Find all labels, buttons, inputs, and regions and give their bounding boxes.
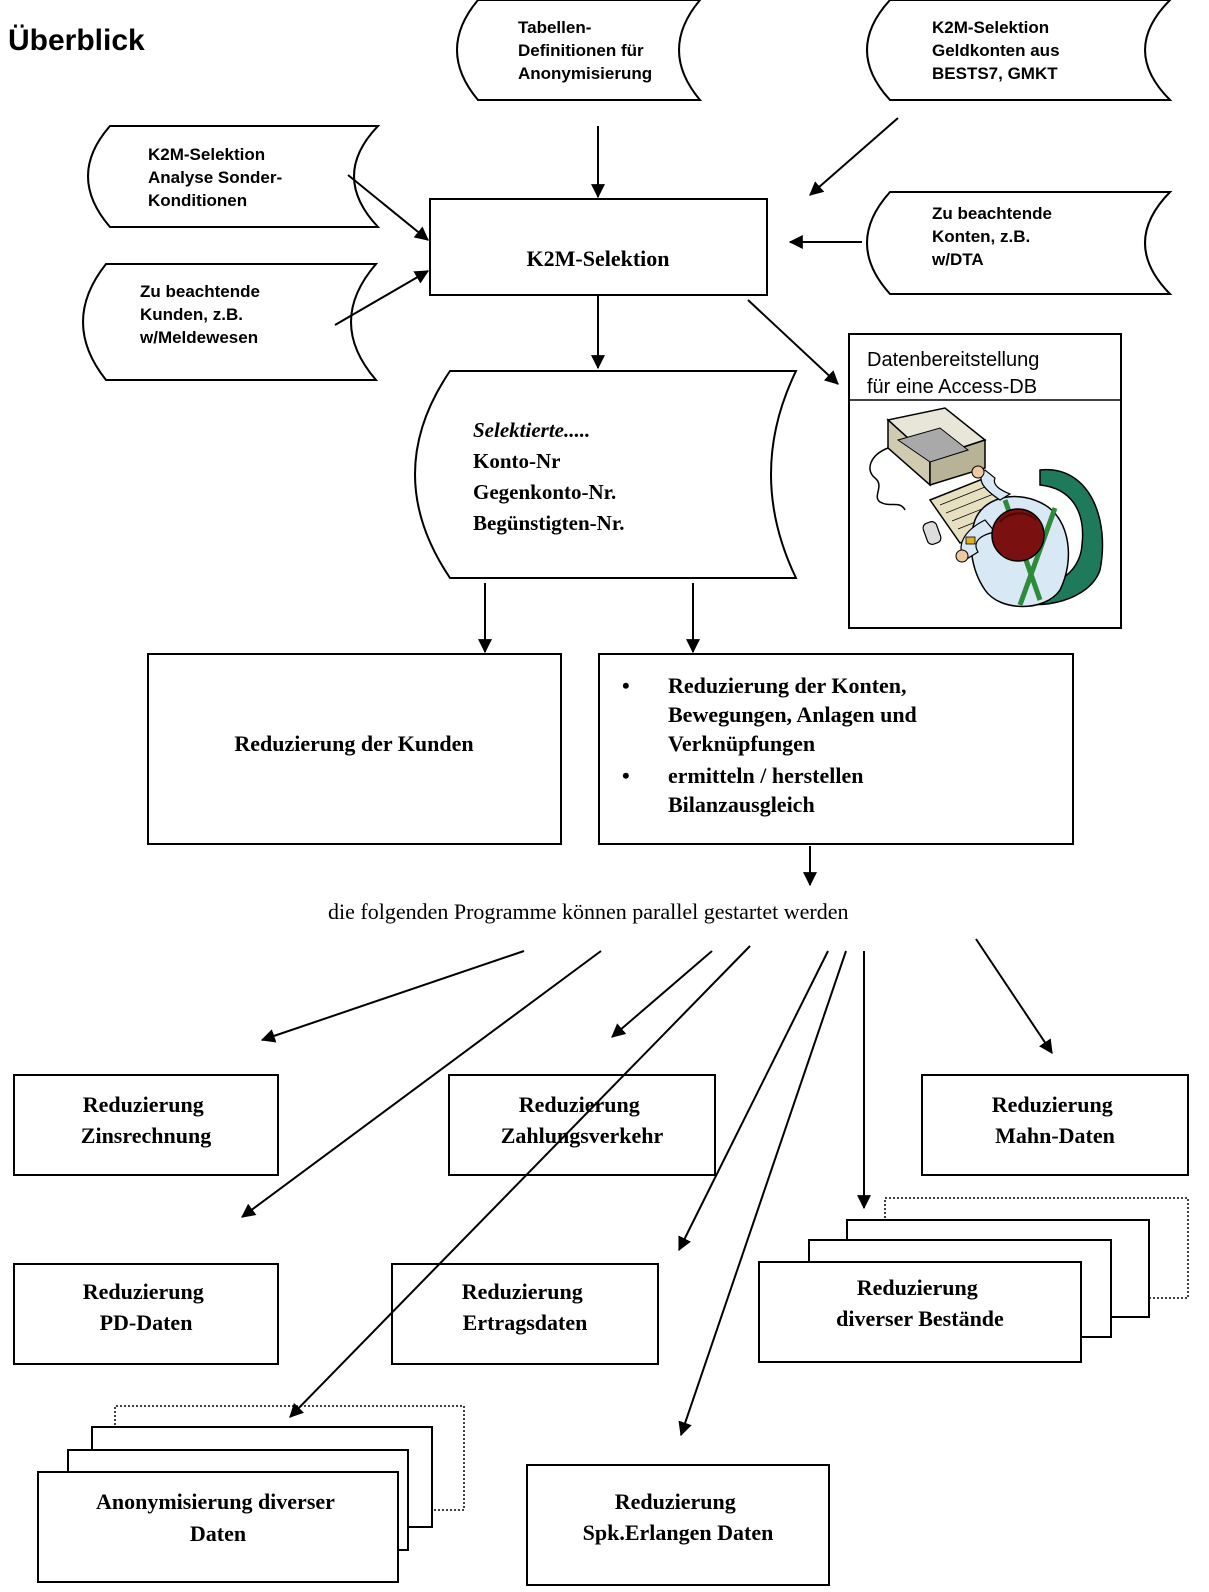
text-line: Reduzierung bbox=[462, 1279, 583, 1304]
text-line: Konto-Nr bbox=[473, 449, 560, 473]
text-line: Mahn-Daten bbox=[995, 1123, 1115, 1148]
reduzierung-ertragsdaten-box: Reduzierung Ertragsdaten bbox=[391, 1263, 659, 1365]
arrow bbox=[611, 950, 713, 1038]
arrow bbox=[809, 117, 899, 196]
text-line: diverser Bestände bbox=[836, 1306, 1004, 1331]
text-line: Reduzierung bbox=[615, 1489, 736, 1514]
input-zu-beachtende-kunden: Zu beachtende Kunden, z.B. w/Meldewesen bbox=[82, 263, 379, 381]
input-tabellen-definitionen: Tabellen- Definitionen für Anonymisierun… bbox=[456, 0, 703, 101]
svg-text:Reduzierung PD-Daten: Reduzierung PD-Daten bbox=[83, 1279, 210, 1335]
text-line: Definitionen für bbox=[518, 41, 644, 60]
text-line: Reduzierung bbox=[83, 1092, 204, 1117]
computer-user-clipart-icon bbox=[869, 407, 1104, 608]
reduzierung-kunden-box: Reduzierung der Kunden bbox=[147, 653, 562, 845]
reduzierung-pd-daten-box: Reduzierung PD-Daten bbox=[13, 1263, 279, 1365]
svg-text:K2M-Selektion Geldkonten: K2M-Selektion Geldkonten aus BESTS7, GMK… bbox=[932, 18, 1064, 83]
text-line: Datenbereitstellung bbox=[867, 349, 1039, 371]
access-db-box: Datenbereitstellung für eine Access-DB bbox=[848, 333, 1122, 629]
text-line: w/Meldewesen bbox=[139, 328, 258, 347]
box-label: Reduzierung der Kunden bbox=[234, 731, 473, 756]
input-zu-beachtende-konten: Zu beachtende Konten, z.B. w/DTA bbox=[866, 191, 1173, 295]
parallel-note: die folgenden Programme können parallel … bbox=[328, 899, 848, 924]
input-geldkonten: K2M-Selektion Geldkonten aus BESTS7, GMK… bbox=[866, 0, 1173, 101]
anonymisierung-stack: Anonymisierung diverser Daten bbox=[37, 1405, 465, 1583]
arrow bbox=[678, 950, 847, 1437]
text-line: Bewegungen, Anlagen und bbox=[668, 702, 917, 727]
arrow bbox=[334, 270, 430, 326]
arrow bbox=[289, 945, 751, 1418]
text-line: Geldkonten aus bbox=[932, 41, 1060, 60]
svg-text:Konto-Nr Gegenkonto-Nr.: Konto-Nr Gegenkonto-Nr. Begünstigten-Nr. bbox=[473, 449, 624, 535]
svg-text:Anonymisierung diverser: Anonymisierung diverser Daten bbox=[96, 1489, 340, 1546]
text-line: Reduzierung bbox=[83, 1279, 204, 1304]
reduzierung-konten-box: • Reduzierung der Konten, Bewegungen, An… bbox=[598, 653, 1074, 845]
svg-text:Reduzierung diverser Bes: Reduzierung diverser Bestände bbox=[836, 1275, 1004, 1331]
text-line: Konten, z.B. bbox=[932, 227, 1030, 246]
arrow bbox=[747, 299, 839, 385]
svg-text:Zu beachtende Kunden, z.: Zu beachtende Kunden, z.B. w/Meldewesen bbox=[139, 282, 265, 347]
text-line: Tabellen- bbox=[518, 18, 591, 37]
reduzierung-spk-erlangen-box: Reduzierung Spk.Erlangen Daten bbox=[526, 1464, 830, 1586]
arrow bbox=[241, 950, 602, 1218]
text-line: Gegenkonto-Nr. bbox=[473, 480, 616, 504]
text-line: Begünstigten-Nr. bbox=[473, 511, 624, 535]
text-line: Verknüpfungen bbox=[668, 731, 815, 756]
svg-text:Reduzierung Zinsrechnung: Reduzierung Zinsrechnung bbox=[81, 1092, 211, 1148]
arrow bbox=[678, 950, 829, 1252]
box-label: K2M-Selektion bbox=[527, 246, 670, 271]
reduzierung-zinsrechnung-box: Reduzierung Zinsrechnung bbox=[13, 1074, 279, 1176]
reduzierung-mahn-daten-box: Reduzierung Mahn-Daten bbox=[921, 1074, 1189, 1176]
bullet-icon: • bbox=[622, 763, 630, 788]
text-line: Anonymisierung diverser bbox=[96, 1489, 335, 1514]
arrow bbox=[975, 938, 1053, 1054]
text-line: BESTS7, GMKT bbox=[932, 64, 1058, 83]
svg-text:Tabellen- Definitionen f: Tabellen- Definitionen für Anonymisierun… bbox=[518, 18, 652, 83]
text-line: Analyse Sonder- bbox=[148, 168, 282, 187]
text-line: Spk.Erlangen Daten bbox=[583, 1520, 774, 1545]
text-line: ermitteln / herstellen bbox=[668, 763, 864, 788]
text-line: K2M-Selektion bbox=[148, 145, 265, 164]
svg-text:Zu beachtende Konten, z.: Zu beachtende Konten, z.B. w/DTA bbox=[931, 204, 1057, 269]
text-line: Reduzierung bbox=[992, 1092, 1113, 1117]
reduzierung-zahlungsverkehr-box: Reduzierung Zahlungsverkehr bbox=[448, 1074, 716, 1176]
text-line: Reduzierung der Konten, bbox=[668, 673, 907, 698]
svg-text:Reduzierung Spk.Erlangen: Reduzierung Spk.Erlangen Daten bbox=[583, 1489, 774, 1545]
svg-text:Reduzierung Ertragsdaten: Reduzierung Ertragsdaten bbox=[462, 1279, 589, 1335]
selected-data-store: Selektierte..... Konto-Nr Gegenkonto-Nr.… bbox=[414, 370, 798, 579]
svg-text:ermitteln / herstellen B: ermitteln / herstellen Bilanzausgleich bbox=[668, 763, 869, 817]
text-line: Zu beachtende bbox=[932, 204, 1052, 223]
arrow bbox=[347, 174, 429, 241]
reduzierung-bestaende-stack: Reduzierung diverser Bestände bbox=[758, 1197, 1189, 1363]
svg-text:Reduzierung der Konten,: Reduzierung der Konten, Bewegungen, Anla… bbox=[668, 673, 922, 756]
text-line: K2M-Selektion bbox=[932, 18, 1049, 37]
svg-text:Reduzierung Mahn-Daten: Reduzierung Mahn-Daten bbox=[992, 1092, 1119, 1148]
k2m-selektion-box: K2M-Selektion bbox=[429, 198, 768, 296]
text-line: für eine Access-DB bbox=[867, 376, 1037, 398]
page-title: Überblick bbox=[8, 24, 145, 57]
text-line: Kunden, z.B. bbox=[140, 305, 243, 324]
text-line: Zahlungsverkehr bbox=[501, 1123, 664, 1148]
text-line: Ertragsdaten bbox=[463, 1310, 588, 1335]
svg-text:Reduzierung Zahlungsverk: Reduzierung Zahlungsverkehr bbox=[501, 1092, 664, 1148]
svg-text:Datenbereitstellung für: Datenbereitstellung für eine Access-DB bbox=[867, 349, 1045, 398]
connectors bbox=[241, 117, 1053, 1437]
text-line: Zu beachtende bbox=[140, 282, 260, 301]
text-line: Reduzierung bbox=[519, 1092, 640, 1117]
text-line: Reduzierung bbox=[857, 1275, 978, 1300]
input-sonder-konditionen: K2M-Selektion Analyse Sonder- Konditione… bbox=[87, 125, 381, 228]
text-line: PD-Daten bbox=[100, 1310, 193, 1335]
text-line: Zinsrechnung bbox=[81, 1123, 211, 1148]
text-line: Bilanzausgleich bbox=[668, 792, 815, 817]
text-line: Daten bbox=[190, 1521, 246, 1546]
text-line: Konditionen bbox=[148, 191, 247, 210]
svg-text:K2M-Selektion Analyse So: K2M-Selektion Analyse Sonder- Konditione… bbox=[148, 145, 287, 210]
bullet-icon: • bbox=[622, 673, 630, 698]
text-line: w/DTA bbox=[931, 250, 984, 269]
text-line: Anonymisierung bbox=[518, 64, 652, 83]
selected-heading: Selektierte..... bbox=[473, 418, 590, 442]
arrow bbox=[260, 950, 525, 1043]
